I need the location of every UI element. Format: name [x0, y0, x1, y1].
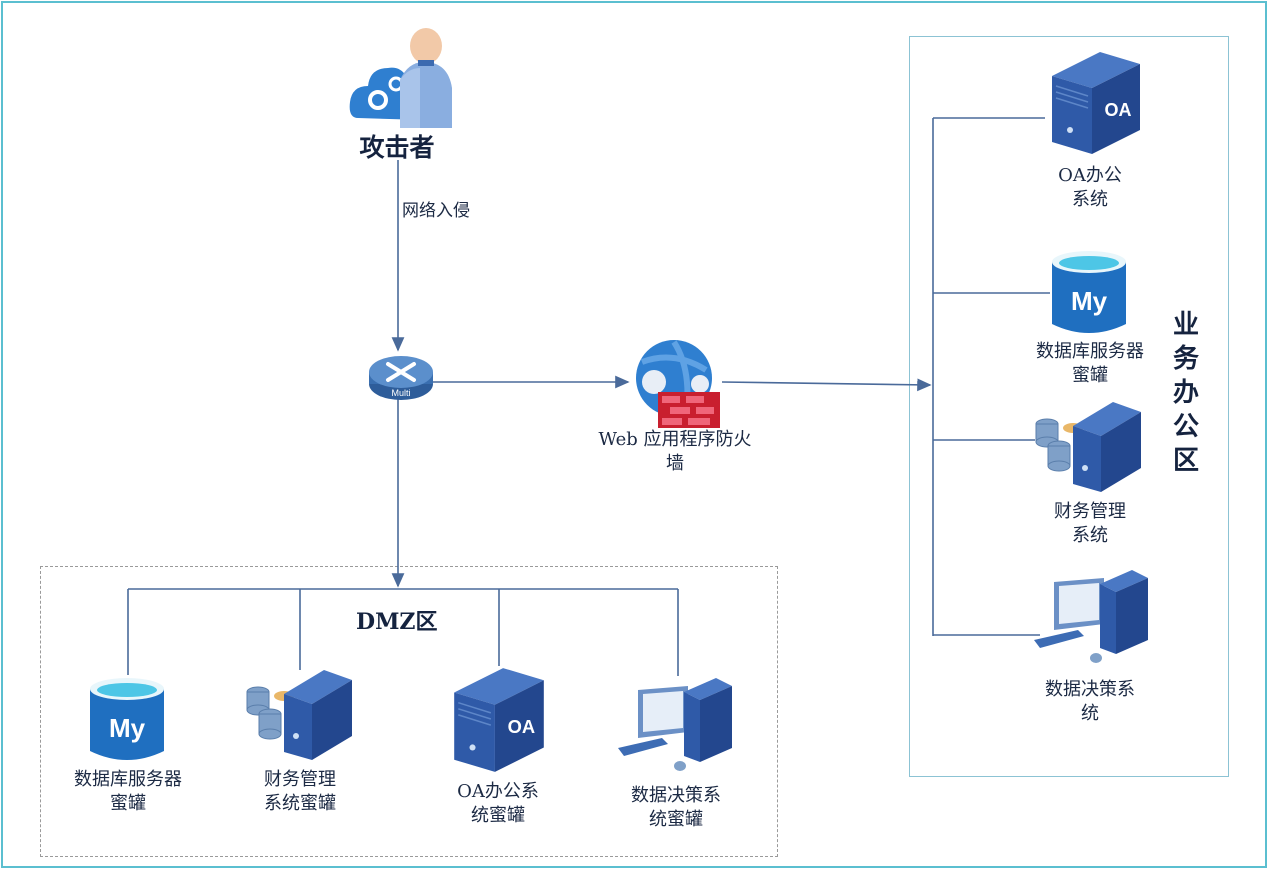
- svg-text:My: My: [109, 713, 146, 743]
- intrusion-edge-label: 网络入侵: [402, 201, 470, 221]
- dmz-node-label: OA办公系 统蜜罐: [457, 781, 539, 826]
- router-label: Multi: [391, 388, 410, 398]
- multilayer-switch-icon[interactable]: Multi: [366, 352, 436, 402]
- business-zone-boundary: [909, 36, 1229, 777]
- attacker-label: 攻击者: [359, 133, 435, 162]
- dmz-node-label: 数据库服务器 蜜罐: [74, 769, 182, 814]
- business-node-label: 数据决策系 统: [1045, 679, 1135, 724]
- business-node-label: OA办公 系统: [1058, 165, 1122, 210]
- edge-waf-business: [721, 378, 932, 392]
- dmz-node-label: 财务管理 系统蜜罐: [264, 769, 336, 814]
- business-zone-title: 业务办公区: [1172, 310, 1199, 476]
- dmz-node-label: 数据决策系 统蜜罐: [631, 785, 721, 830]
- waf-label: Web 应用程序防火 墙: [598, 429, 752, 474]
- mysql-database-icon[interactable]: My: [88, 677, 166, 763]
- web-firewall-icon[interactable]: [634, 340, 722, 430]
- finance-server-icon[interactable]: [240, 668, 358, 762]
- finance-server-icon[interactable]: [1033, 400, 1143, 494]
- svg-text:OA: OA: [1105, 100, 1132, 120]
- mysql-database-icon[interactable]: My: [1050, 250, 1128, 336]
- business-node-label: 财务管理 系统: [1054, 501, 1126, 546]
- dmz-zone-boundary: [40, 566, 778, 857]
- oa-server-icon[interactable]: OA: [1048, 48, 1144, 158]
- oa-server-icon[interactable]: OA: [444, 664, 554, 776]
- workstation-icon[interactable]: [1032, 568, 1152, 668]
- svg-text:My: My: [1071, 286, 1108, 316]
- business-node-label: 数据库服务器 蜜罐: [1036, 341, 1144, 386]
- workstation-icon[interactable]: [616, 676, 736, 776]
- attacker-cloud-user-icon: [349, 28, 452, 128]
- dmz-zone-title: DMZ区: [356, 609, 438, 635]
- svg-text:OA: OA: [508, 716, 535, 737]
